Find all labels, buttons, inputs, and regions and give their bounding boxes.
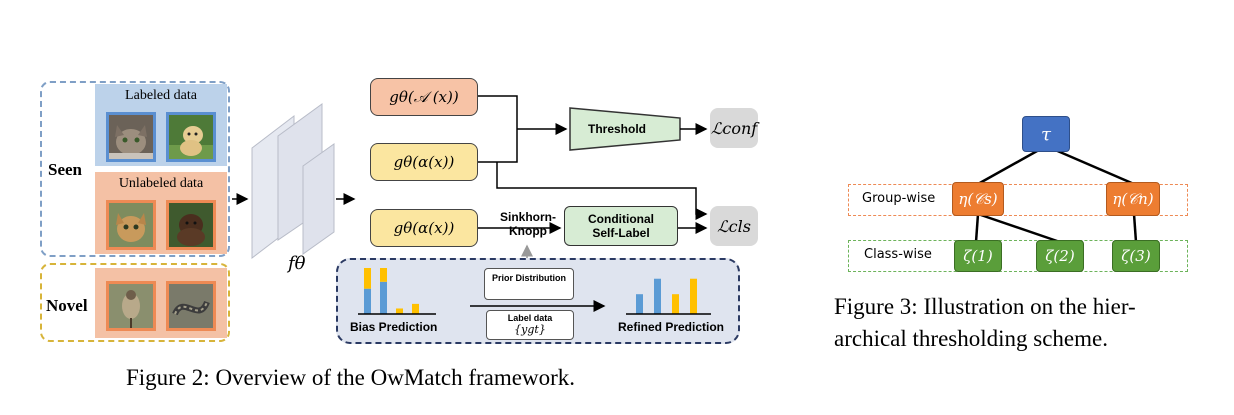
refined-bar-2 bbox=[654, 278, 661, 314]
hierarchy-edges bbox=[974, 144, 1138, 244]
labeled-data-label: Labeled data bbox=[125, 88, 197, 103]
puppy-image bbox=[166, 200, 216, 250]
bias-bar-yellow-2 bbox=[380, 268, 387, 282]
novel-group-threshold-node: η(𝒞n) bbox=[1106, 182, 1160, 216]
loss-conf-box: ℒconf bbox=[710, 108, 758, 148]
snake-image bbox=[166, 281, 216, 331]
bird-image bbox=[106, 281, 156, 331]
novel-group-border bbox=[40, 263, 230, 342]
bias-bar-yellow-4 bbox=[412, 303, 419, 314]
figure-2-connectors bbox=[232, 95, 708, 268]
g-weak-aug-box-2: gθ(α(x)) bbox=[370, 209, 478, 247]
label-data-box: Label data {ygt} bbox=[486, 310, 574, 340]
g-weak-aug-box-1: gθ(α(x)) bbox=[370, 143, 478, 181]
figure-2-caption: Figure 2: Overview of the OwMatch framew… bbox=[126, 365, 576, 390]
g-strong-aug-box: gθ(𝒜 (x)) bbox=[370, 78, 478, 116]
refined-bar-3 bbox=[672, 294, 679, 314]
kitten-image bbox=[106, 200, 156, 250]
cat-image bbox=[106, 112, 156, 162]
unlabeled-data-label: Unlabeled data bbox=[118, 176, 204, 191]
seen-group-threshold-node: η(𝒞s) bbox=[952, 182, 1004, 216]
global-threshold-node: τ bbox=[1022, 116, 1070, 152]
threshold-shape bbox=[569, 107, 681, 151]
figure-3-caption-line-2: archical thresholding scheme. bbox=[834, 326, 1108, 351]
group-wise-label: Group-wise bbox=[862, 191, 936, 206]
loss-cls-box: ℒcls bbox=[710, 206, 758, 246]
sinkhorn-knopp-label: Sinkhorn- Knopp bbox=[500, 210, 556, 238]
bias-bar-blue-2 bbox=[380, 281, 387, 314]
bias-bar-yellow-3 bbox=[396, 308, 403, 314]
prior-distribution-box: Prior Distribution bbox=[484, 268, 574, 300]
conditional-self-label-box: Conditional Self-Label bbox=[564, 206, 678, 246]
bias-prediction-label: Bias Prediction bbox=[350, 320, 438, 334]
label-set-label: {ygt} bbox=[514, 323, 546, 336]
figure-3-caption-line-1: Figure 3: Illustration on the hier- bbox=[834, 294, 1136, 319]
refined-prediction-label: Refined Prediction bbox=[618, 320, 725, 334]
refined-bar-1 bbox=[636, 294, 643, 314]
novel-label: Novel bbox=[46, 296, 88, 315]
refined-bar-4 bbox=[690, 278, 697, 314]
bias-bar-yellow-1 bbox=[364, 268, 371, 289]
class-wise-label: Class-wise bbox=[864, 247, 932, 262]
label-data-label: Label data bbox=[507, 313, 553, 323]
bar-charts bbox=[358, 268, 711, 315]
threshold-label: Threshold bbox=[588, 122, 647, 136]
class-threshold-node-2: ζ(2) bbox=[1036, 240, 1084, 272]
seen-label: Seen bbox=[48, 160, 82, 179]
dog-image bbox=[166, 112, 216, 162]
encoder-layer-3 bbox=[302, 143, 335, 255]
refined-prediction-bars bbox=[636, 278, 697, 314]
class-threshold-node-1: ζ(1) bbox=[954, 240, 1002, 272]
seen-group-border bbox=[40, 81, 230, 257]
bias-prediction-bars bbox=[364, 268, 419, 314]
class-wise-row bbox=[848, 240, 1188, 272]
prior-distribution-label: Prior Distribution bbox=[492, 273, 566, 283]
class-threshold-node-3: ζ(3) bbox=[1112, 240, 1160, 272]
bias-bar-blue-1 bbox=[364, 288, 371, 314]
encoder-label: fθ bbox=[288, 253, 306, 274]
group-wise-row bbox=[848, 184, 1188, 216]
